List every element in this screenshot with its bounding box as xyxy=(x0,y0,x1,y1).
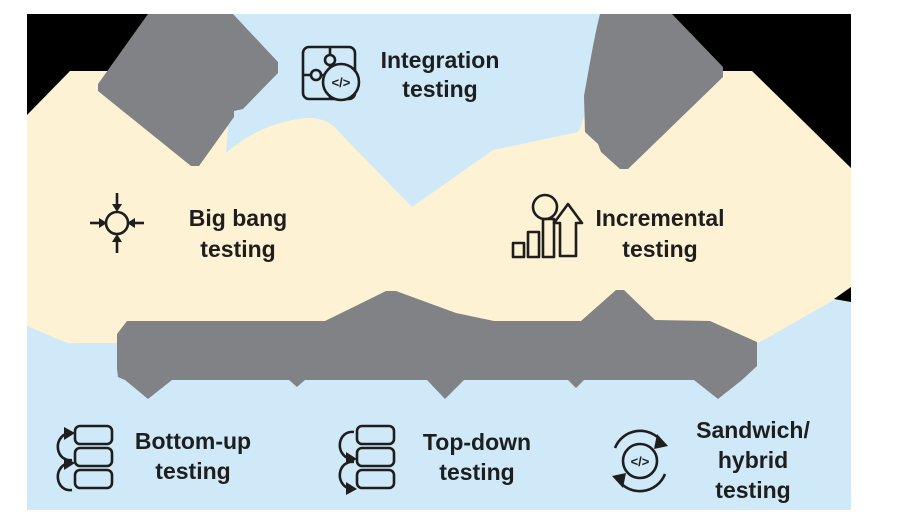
corner-notch-triangle xyxy=(834,287,851,302)
label-line: testing xyxy=(200,236,276,262)
label-line: Integration xyxy=(380,47,500,73)
label-line: testing xyxy=(402,76,478,102)
node-label-sandwich-hybrid-testing: Sandwich/ hybrid testing xyxy=(696,415,810,505)
label-line: testing xyxy=(622,236,698,262)
label-line: Sandwich/ xyxy=(696,417,810,443)
connector-arrow-left-diamond xyxy=(98,14,278,166)
label-line: Big bang xyxy=(188,205,288,231)
code-glyph: </> xyxy=(631,454,650,469)
label-line: testing xyxy=(155,458,231,484)
growth-bars-icon xyxy=(511,193,584,259)
node-label-incremental-testing: Incremental testing xyxy=(595,203,724,265)
code-glyph: </> xyxy=(332,75,351,90)
stack-arrows-down-icon xyxy=(338,424,396,495)
converging-arrows-icon xyxy=(90,193,144,253)
node-label-integration-testing: Integration testing xyxy=(381,46,500,104)
node-label-big-bang-testing: Big bang testing xyxy=(189,203,287,265)
label-line: testing xyxy=(439,459,515,485)
label-line: hybrid xyxy=(717,447,789,473)
label-line: testing xyxy=(715,477,791,503)
label-line: Bottom-up xyxy=(134,428,252,454)
label-line: Top-down xyxy=(422,429,532,455)
label-line: Incremental xyxy=(595,205,725,231)
connector-arrow-band xyxy=(117,290,757,399)
node-label-top-down-testing: Top-down testing xyxy=(423,427,531,487)
puzzle-code-icon: </> xyxy=(301,45,361,102)
stack-arrows-up-icon xyxy=(56,424,114,492)
connector-arrow-right-diamond xyxy=(584,14,723,169)
node-label-bottom-up-testing: Bottom-up testing xyxy=(135,426,251,486)
cycle-code-icon: </> xyxy=(612,429,668,493)
